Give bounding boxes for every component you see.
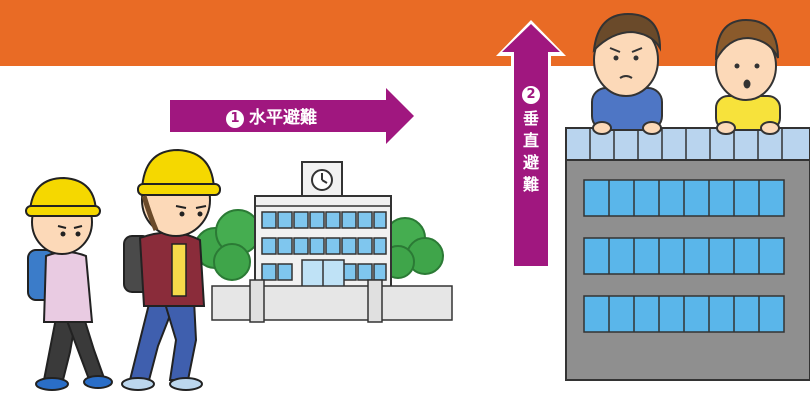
tall-building (565, 127, 810, 381)
vertical-char-1: 垂 (522, 109, 539, 128)
walking-child-tall (121, 148, 221, 391)
rooftop-person-2 (715, 18, 781, 135)
trees-right (381, 217, 444, 279)
vertical-char-3: 避 (522, 153, 539, 172)
step-number-1: 1 (226, 110, 244, 128)
horizontal-evacuation-label: 1 水平避難 (226, 104, 376, 132)
vertical-char-2: 直 (522, 131, 539, 150)
vertical-evacuation-label: 2 垂 直 避 難 (516, 86, 546, 196)
horizontal-evacuation-arrow (168, 82, 418, 150)
rooftop-person-1 (591, 12, 663, 135)
walking-child-small (25, 176, 113, 391)
vertical-evacuation-arrow (496, 20, 566, 268)
school-building (194, 161, 453, 323)
step-number-2: 2 (522, 86, 540, 104)
school-windows (261, 211, 387, 281)
horizontal-evacuation-text: 水平避難 (249, 108, 317, 128)
vertical-char-4: 難 (522, 175, 539, 194)
top-band (0, 0, 810, 66)
